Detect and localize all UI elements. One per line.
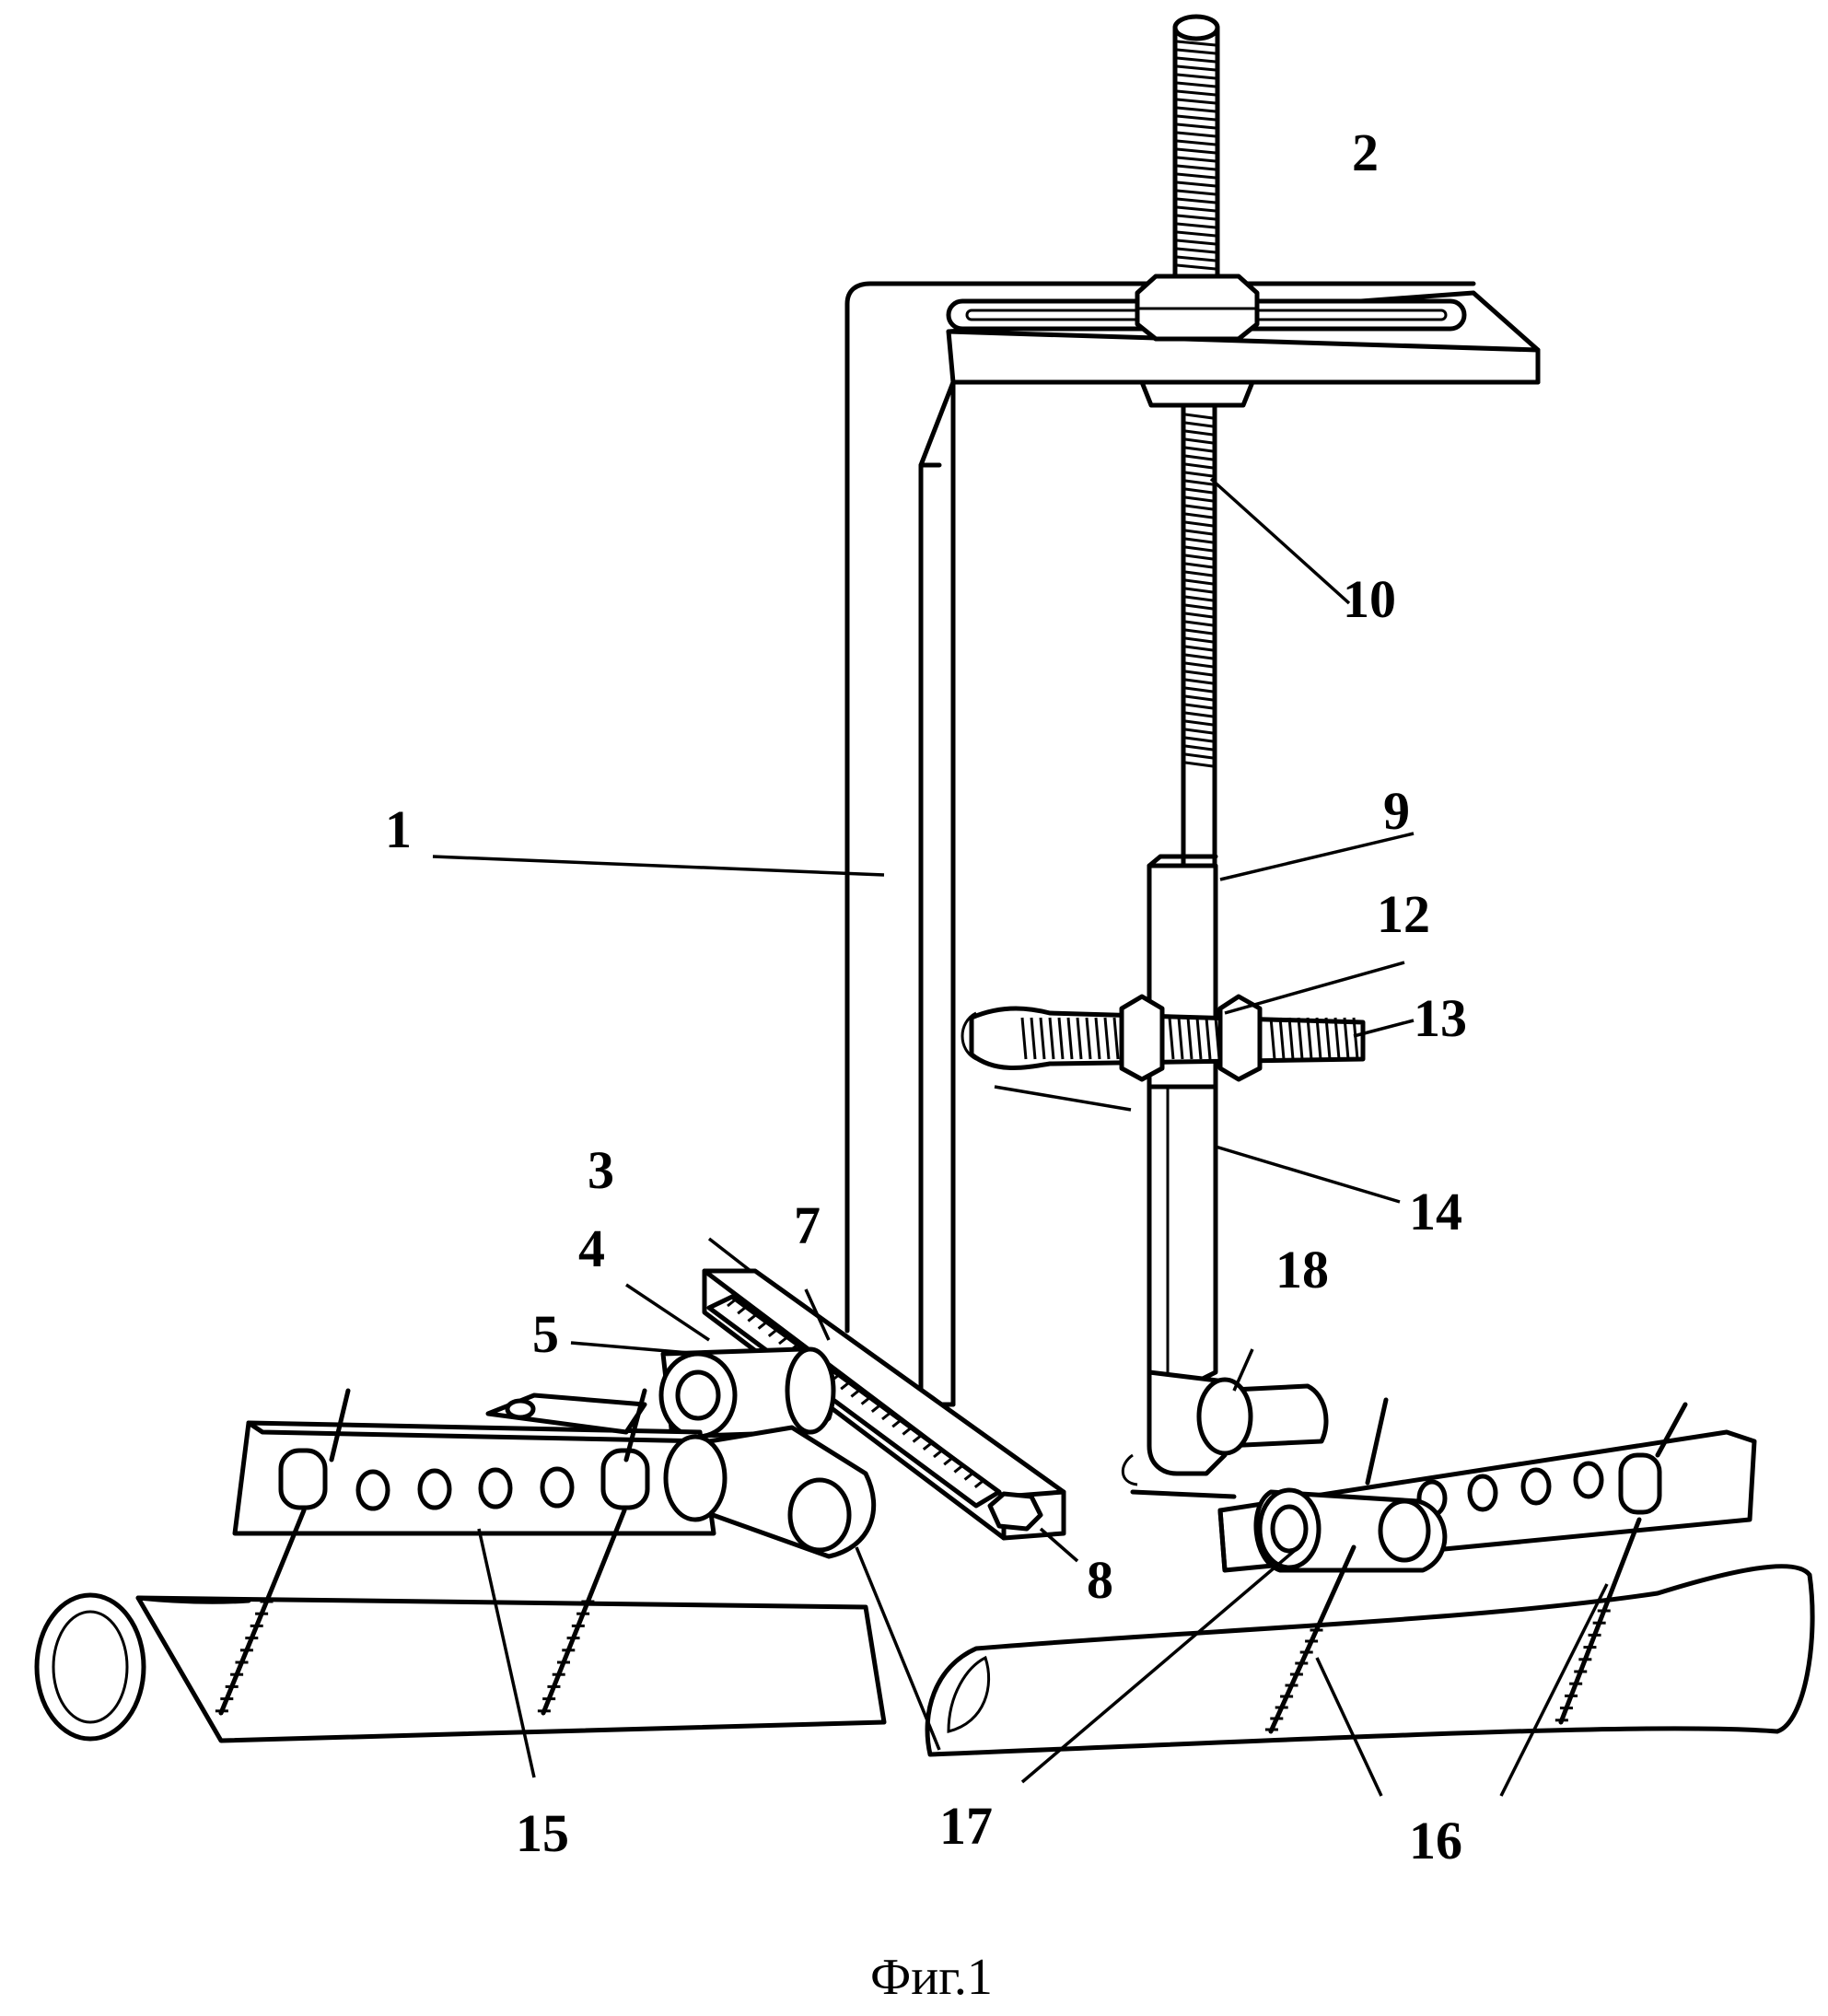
label-15: 15: [516, 1803, 569, 1863]
leader-lines: [433, 479, 1607, 1796]
cross-screw: [962, 996, 1363, 1079]
label-3: 3: [588, 1140, 614, 1200]
label-18: 18: [1275, 1240, 1329, 1299]
label-12: 12: [1377, 884, 1430, 944]
hinge-joint: [661, 1349, 833, 1437]
label-7: 7: [794, 1195, 821, 1255]
label-9: 9: [1383, 781, 1410, 841]
label-10: 10: [1343, 569, 1396, 629]
label-2: 2: [1352, 122, 1379, 182]
label-13: 13: [1414, 988, 1467, 1048]
figure-caption: Фиг.1: [870, 1949, 993, 2006]
pin-holder: [1123, 1372, 1326, 1497]
label-4: 4: [578, 1218, 605, 1278]
left-support-plate: [235, 1395, 714, 1533]
right-bone-fragment: [927, 1567, 1812, 1754]
label-16: 16: [1409, 1811, 1462, 1870]
left-clamp-arm: [666, 1428, 874, 1556]
label-17: 17: [939, 1796, 993, 1856]
label-8: 8: [1087, 1550, 1113, 1610]
threaded-rod: [1137, 17, 1257, 866]
left-bone-fragment: [37, 1595, 884, 1741]
label-14: 14: [1409, 1182, 1462, 1241]
label-5: 5: [532, 1304, 559, 1364]
label-1: 1: [385, 799, 412, 859]
sleeve: [1149, 857, 1216, 1381]
